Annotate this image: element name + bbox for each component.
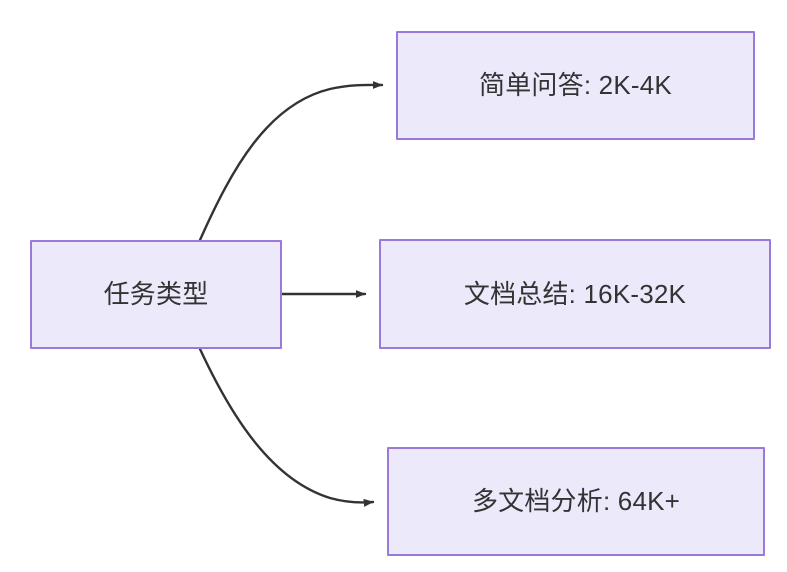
node-doc-summary[interactable]: 文档总结: 16K-32K	[379, 239, 771, 349]
edge-root-to-simple-qa	[198, 80, 384, 242]
node-multi-doc-analysis-label: 多文档分析: 64K+	[471, 486, 681, 517]
node-simple-qa[interactable]: 简单问答: 2K-4K	[396, 31, 755, 140]
node-multi-doc-analysis[interactable]: 多文档分析: 64K+	[387, 447, 765, 556]
node-task-type[interactable]: 任务类型	[30, 240, 282, 349]
node-task-type-label: 任务类型	[103, 279, 209, 310]
node-doc-summary-label: 文档总结: 16K-32K	[463, 278, 687, 309]
edge-root-to-multi-doc	[198, 347, 375, 507]
node-simple-qa-label: 简单问答: 2K-4K	[479, 70, 672, 101]
